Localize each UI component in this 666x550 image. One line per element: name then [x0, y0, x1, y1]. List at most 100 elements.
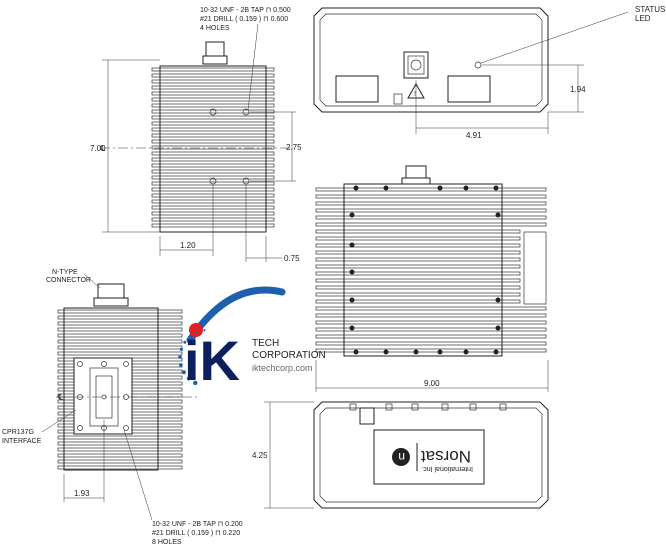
- interface-label: INTERFACE: [2, 438, 42, 445]
- side-fins: [315, 187, 547, 353]
- side-connector: [405, 165, 427, 179]
- n-connector: [97, 283, 125, 299]
- fin: [151, 67, 275, 72]
- flange-hole: [123, 425, 129, 431]
- fin: [151, 97, 275, 102]
- bolt: [493, 349, 499, 355]
- bolt: [495, 212, 501, 218]
- fin: [151, 169, 275, 174]
- fin: [315, 313, 547, 318]
- fin: [151, 133, 275, 138]
- fin: [315, 222, 547, 227]
- fin: [151, 121, 275, 126]
- centerline-symbol: ℄: [99, 144, 106, 153]
- flange-hole: [77, 425, 83, 431]
- fin: [315, 341, 547, 346]
- fin: [315, 348, 547, 353]
- fin: [151, 103, 275, 108]
- fin: [57, 309, 183, 314]
- tap-note-line: #21 DRILL ( 0.159 ) ⊓ 0.600: [200, 16, 288, 23]
- bolt: [349, 297, 355, 303]
- fin: [151, 181, 275, 186]
- brand-subtitle: International Inc.: [421, 465, 473, 472]
- bolt: [349, 325, 355, 331]
- fin: [315, 292, 521, 297]
- status-led-label: LED: [635, 14, 651, 23]
- fin: [151, 115, 275, 120]
- fin: [315, 201, 547, 206]
- tap-note-line: 4 HOLES: [200, 25, 230, 32]
- tap-note-line: #21 DRILL ( 0.159 ) ⊓ 0.220: [152, 530, 240, 537]
- fin: [315, 187, 547, 192]
- fin: [57, 441, 183, 446]
- bolt: [437, 185, 443, 191]
- offset-dimension: 0.75: [284, 254, 300, 263]
- fin: [151, 91, 275, 96]
- fin: [315, 215, 547, 220]
- side-width-dimension: 9.00: [424, 379, 440, 388]
- fin: [151, 85, 275, 90]
- bolt: [349, 242, 355, 248]
- bolt: [493, 185, 499, 191]
- flange-hole: [123, 361, 129, 367]
- norsat-logo-icon: n: [398, 450, 405, 464]
- svg-text:!: !: [414, 91, 416, 98]
- bottom-left-view: ℄ N-TYPE CONNECTOR CPR137G INTERFACE 1.9…: [2, 269, 243, 546]
- bolt: [349, 269, 355, 275]
- watermark-dot: [189, 323, 203, 337]
- mount-hole: [209, 108, 217, 116]
- fin: [315, 257, 521, 262]
- width-dimension: 1.20: [180, 241, 196, 250]
- fin: [57, 447, 183, 452]
- bolt: [463, 349, 469, 355]
- interface-label: CPR137G: [2, 429, 34, 436]
- flange-hole: [77, 361, 83, 367]
- fin: [315, 299, 521, 304]
- bolt: [437, 349, 443, 355]
- fin: [151, 139, 275, 144]
- hole-spacing-dimension: 2.75: [286, 143, 302, 152]
- mount-hole: [209, 177, 217, 185]
- fin: [57, 351, 183, 356]
- iktech-watermark: iK TECH CORPORATION iktechcorp.com: [178, 286, 326, 392]
- connector-label: N-TYPE: [52, 269, 78, 276]
- bolt: [353, 185, 359, 191]
- label-height-dimension: 4.25: [252, 451, 268, 460]
- fin: [315, 320, 547, 325]
- front-height-dimension: 1.94: [570, 85, 586, 94]
- fin: [151, 151, 275, 156]
- fin: [315, 327, 547, 332]
- fin: [151, 79, 275, 84]
- bolt: [383, 185, 389, 191]
- fin: [315, 243, 521, 248]
- fin: [57, 321, 183, 326]
- cpr137g-flange: [73, 357, 133, 435]
- top-view: ℄ 7.00 2.75 1.20 0.75 10-32 UNF - 2B TAP…: [90, 7, 302, 263]
- mount-hole: [242, 177, 250, 185]
- fin: [151, 109, 275, 114]
- bolt: [383, 349, 389, 355]
- fin: [315, 194, 547, 199]
- fin: [57, 453, 183, 458]
- fin: [151, 127, 275, 132]
- front-width-dimension: 4.91: [466, 131, 482, 140]
- fin: [57, 345, 183, 350]
- fin: [57, 315, 183, 320]
- mount-hole: [242, 108, 250, 116]
- bolt: [495, 325, 501, 331]
- flange-hole: [101, 361, 107, 367]
- fin: [151, 175, 275, 180]
- bolt: [349, 212, 355, 218]
- fin: [315, 229, 521, 234]
- watermark-line1: TECH: [252, 338, 279, 349]
- fin: [151, 163, 275, 168]
- fin: [151, 145, 275, 150]
- brand-name: Norsat: [421, 447, 471, 466]
- tap-note-line: 8 HOLES: [152, 539, 182, 546]
- fin: [57, 339, 183, 344]
- fin: [151, 73, 275, 78]
- tap-note-line: 10-32 UNF - 2B TAP ⊓ 0.500: [200, 7, 291, 14]
- connector-label: CONNECTOR: [46, 277, 91, 284]
- n-connector: [205, 41, 225, 57]
